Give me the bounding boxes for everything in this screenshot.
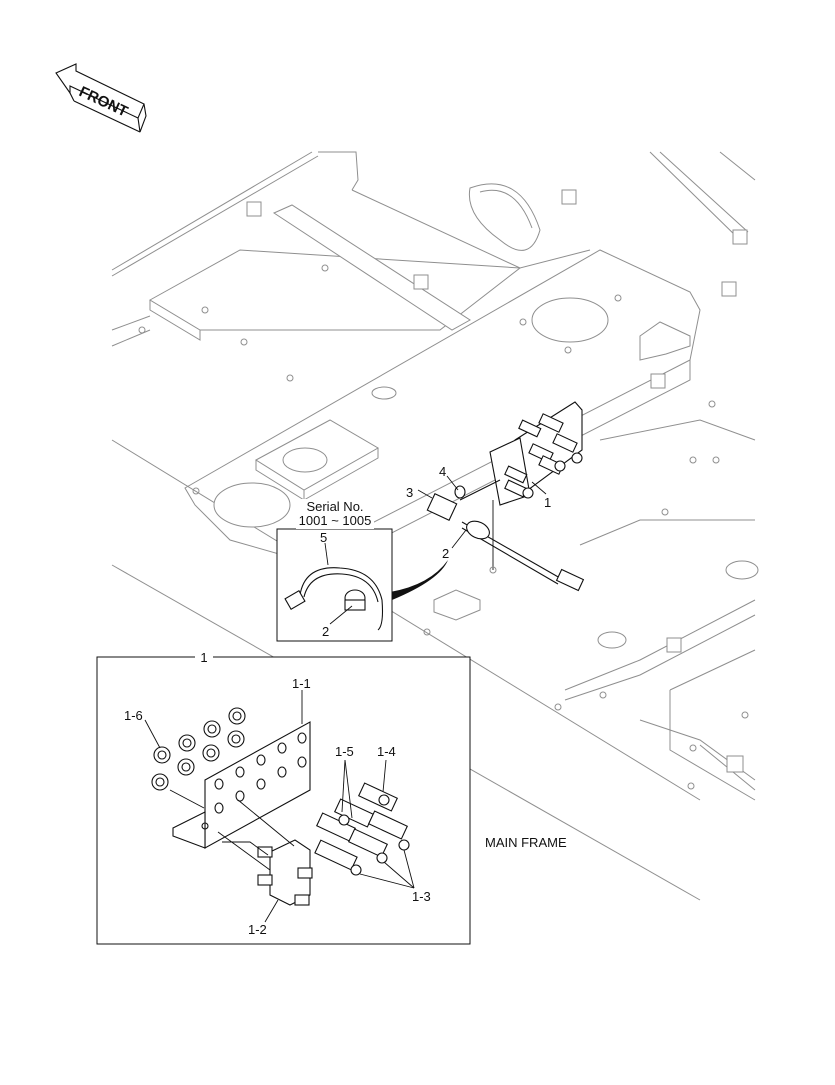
serial-range: 1001 ~ 1005 (299, 513, 372, 528)
callout-2-inset: 2 (322, 624, 329, 639)
main-frame-drawing (111, 151, 759, 901)
fittings-group (314, 782, 410, 876)
nuts-group (151, 707, 246, 791)
callout-1: 1 (544, 495, 551, 510)
serial-inset: Serial No. 1001 ~ 1005 5 2 (276, 499, 393, 642)
serial-title: Serial No. (306, 499, 363, 514)
callout-1-1: 1-1 (292, 676, 311, 691)
front-arrow: FRONT (55, 63, 147, 133)
callout-1-6: 1-6 (124, 708, 143, 723)
main-frame-label: MAIN FRAME (485, 835, 567, 850)
callout-5: 5 (320, 530, 327, 545)
manifold-fittings (504, 413, 583, 499)
detail-inset: 1 (96, 649, 471, 945)
callout-2: 2 (442, 546, 449, 561)
callout-1-2: 1-2 (248, 922, 267, 937)
callout-1-4: 1-4 (377, 744, 396, 759)
callout-3: 3 (406, 485, 413, 500)
callout-4: 4 (439, 464, 446, 479)
callout-1-3: 1-3 (412, 889, 431, 904)
detail-title: 1 (200, 650, 207, 665)
callout-1-5: 1-5 (335, 744, 354, 759)
plate-holes (201, 732, 307, 830)
frame-bolt-cubes (246, 189, 748, 773)
main-assembly: 4 3 1 2 MAIN FRAME (406, 401, 585, 850)
